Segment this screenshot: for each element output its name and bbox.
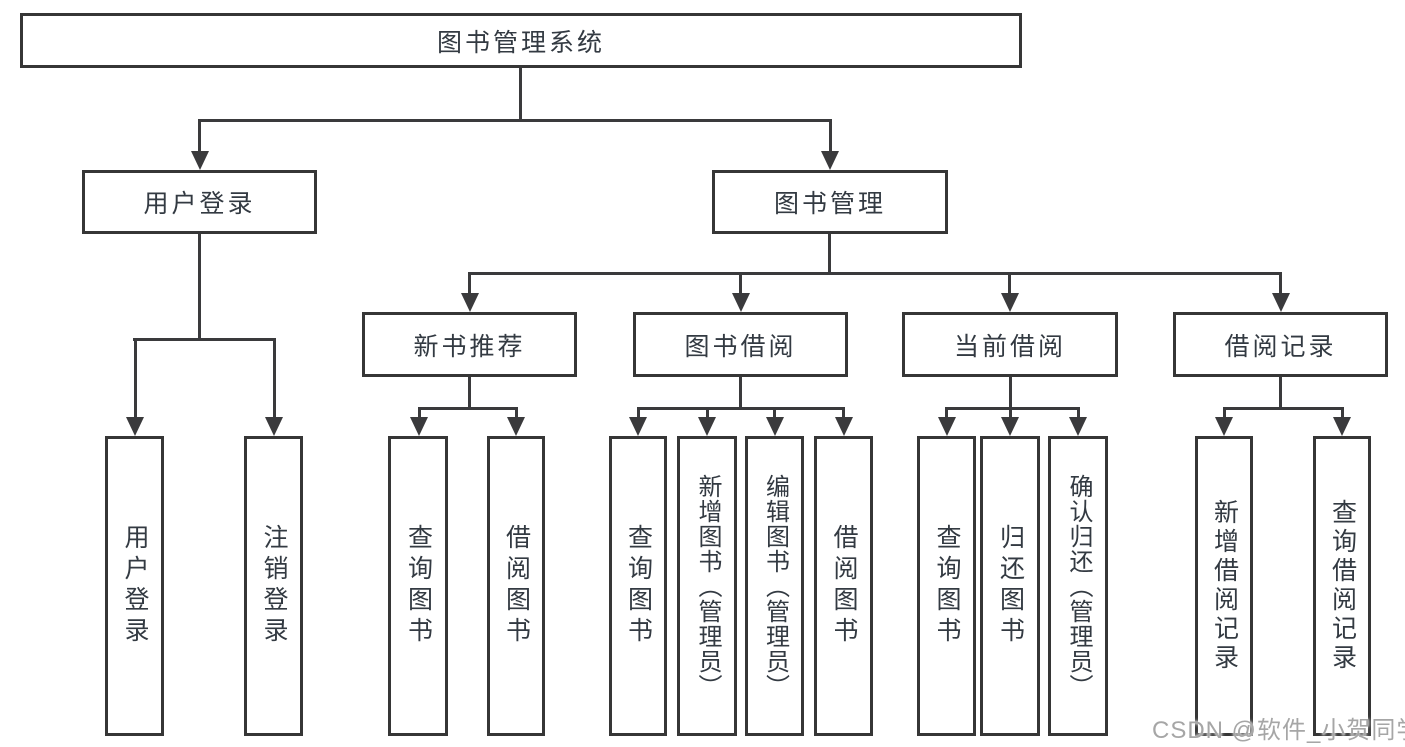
leaf-logout: 注销登录	[244, 436, 303, 736]
node-label: 新书推荐	[413, 332, 526, 361]
connector-line	[1009, 377, 1012, 410]
connector-line	[468, 377, 471, 410]
arrow-down-icon	[698, 417, 716, 436]
leaf-records-add-record: 新增借阅记录	[1195, 436, 1253, 736]
connector-line	[706, 407, 709, 419]
node-label: 借阅记录	[1224, 332, 1337, 361]
csdn-watermark: CSDN @软件_小贺同学	[1152, 717, 1405, 744]
node-user-login: 用户登录	[82, 170, 317, 234]
connector-line	[945, 407, 1080, 410]
connector-line	[637, 407, 640, 419]
leaf-recommend-query-books: 查询图书	[388, 436, 448, 736]
connector-line	[828, 232, 831, 275]
leaf-records-query-record: 查询借阅记录	[1313, 436, 1371, 736]
arrow-down-icon	[191, 151, 209, 170]
connector-line	[468, 272, 1282, 275]
arrow-down-icon	[821, 151, 839, 170]
arrow-down-icon	[1333, 417, 1351, 436]
connector-line	[1279, 377, 1282, 410]
connector-line	[1008, 272, 1011, 295]
node-library-system: 图书管理系统	[20, 13, 1022, 68]
node-label: 图书管理	[773, 190, 886, 218]
connector-line	[637, 407, 845, 410]
node-label: 当前借阅	[953, 332, 1066, 361]
connector-line	[198, 119, 832, 122]
node-new-book-recommend: 新书推荐	[362, 312, 577, 377]
arrow-down-icon	[732, 293, 750, 312]
connector-line	[515, 407, 518, 419]
node-book-borrow: 图书借阅	[633, 312, 848, 377]
connector-line	[1341, 407, 1344, 419]
connector-line	[198, 119, 201, 153]
connector-line	[133, 338, 276, 341]
leaf-current-return-books: 归还图书	[980, 436, 1040, 736]
node-label: 图书借阅	[684, 332, 797, 361]
connector-line	[198, 232, 201, 340]
leaf-current-confirm-return: 确认归还（管理员）	[1048, 436, 1108, 736]
connector-line	[134, 338, 137, 419]
connector-line	[1009, 407, 1012, 419]
arrow-down-icon	[461, 293, 479, 312]
connector-line	[1077, 407, 1080, 419]
node-book-management: 图书管理	[712, 170, 948, 234]
connector-line	[739, 377, 742, 410]
connector-line	[519, 66, 522, 122]
arrow-down-icon	[126, 417, 144, 436]
connector-line	[945, 407, 948, 419]
leaf-current-query-books: 查询图书	[917, 436, 976, 736]
connector-line	[468, 272, 471, 295]
connector-line	[1279, 272, 1282, 295]
leaf-borrow-query-books: 查询图书	[609, 436, 667, 736]
node-borrow-records: 借阅记录	[1173, 312, 1388, 377]
arrow-down-icon	[835, 417, 853, 436]
leaf-recommend-borrow-books: 借阅图书	[487, 436, 545, 736]
arrow-down-icon	[265, 417, 283, 436]
arrow-down-icon	[1215, 417, 1233, 436]
connector-line	[773, 407, 776, 419]
leaf-borrow-add-books: 新增图书（管理员）	[677, 436, 737, 736]
node-current-borrow: 当前借阅	[902, 312, 1118, 377]
arrow-down-icon	[1001, 417, 1019, 436]
arrow-down-icon	[1069, 417, 1087, 436]
connector-line	[1223, 407, 1344, 410]
leaf-borrow-borrow-books: 借阅图书	[814, 436, 873, 736]
connector-line	[739, 272, 742, 295]
connector-line	[842, 407, 845, 419]
leaf-borrow-edit-books: 编辑图书（管理员）	[745, 436, 804, 736]
connector-line	[1223, 407, 1226, 419]
leaf-user-login: 用户登录	[105, 436, 164, 736]
arrow-down-icon	[410, 417, 428, 436]
connector-line	[418, 407, 421, 419]
connector-line	[273, 338, 276, 419]
arrow-down-icon	[629, 417, 647, 436]
connector-line	[829, 119, 832, 153]
arrow-down-icon	[766, 417, 784, 436]
arrow-down-icon	[1272, 293, 1290, 312]
arrow-down-icon	[938, 417, 956, 436]
node-label: 用户登录	[143, 190, 256, 218]
arrow-down-icon	[507, 417, 525, 436]
connector-line	[418, 407, 518, 410]
arrow-down-icon	[1001, 293, 1019, 312]
node-label: 图书管理系统	[436, 28, 605, 57]
